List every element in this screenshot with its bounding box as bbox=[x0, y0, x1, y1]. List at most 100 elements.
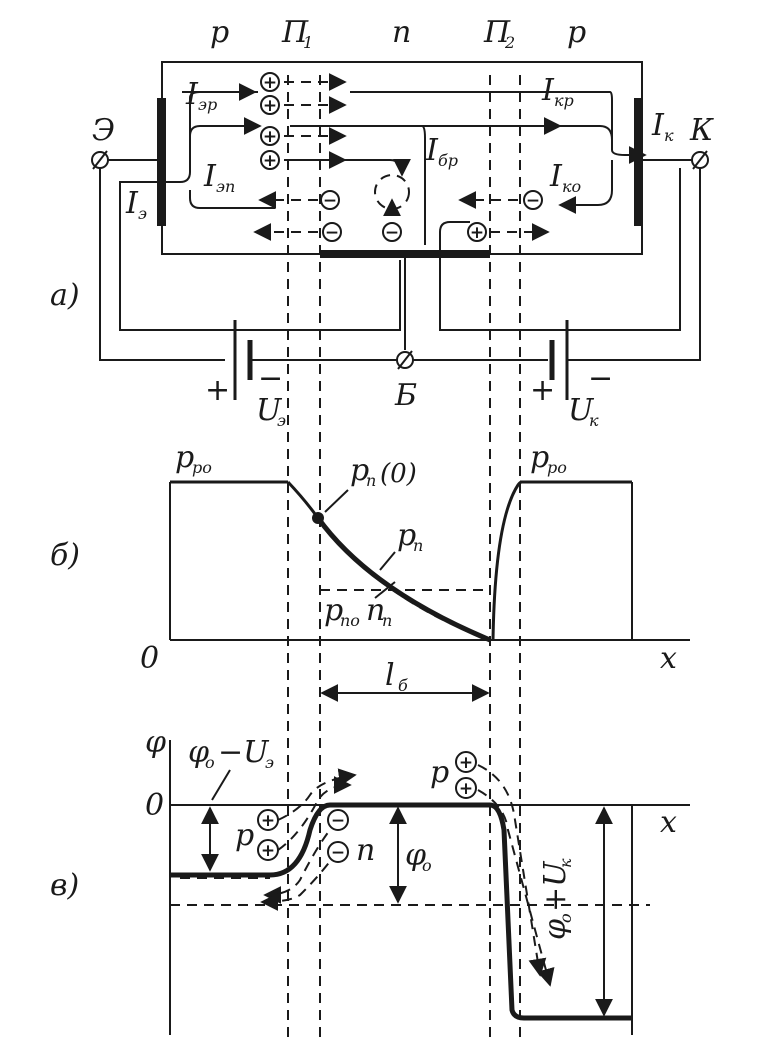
guide-lines bbox=[287, 75, 521, 1040]
svg-text:−: − bbox=[331, 843, 345, 863]
current-br-sub: бр bbox=[438, 151, 458, 170]
svg-text:−: − bbox=[325, 223, 339, 243]
base-terminal-label: Б bbox=[394, 378, 417, 413]
phi0-plus-uk-label-group: φ o +U к bbox=[538, 858, 575, 940]
hole-carrier: + bbox=[455, 777, 477, 799]
potential-carrier-flows bbox=[260, 764, 555, 987]
hole-carrier: + bbox=[467, 222, 487, 243]
junction-2-sub: 2 bbox=[504, 33, 515, 52]
junction-1-sub: 1 bbox=[303, 33, 313, 52]
n-n-sub: n bbox=[382, 611, 392, 630]
current-k-sub: к bbox=[664, 126, 674, 145]
potential-origin: 0 bbox=[145, 788, 164, 823]
svg-text:+: + bbox=[459, 753, 473, 773]
collector-terminal-label: К bbox=[689, 113, 714, 148]
hole-carrier: + bbox=[257, 839, 279, 861]
hole-carrier: + bbox=[260, 126, 280, 147]
current-en-sub: эп bbox=[216, 177, 235, 196]
collector-terminal bbox=[643, 150, 709, 170]
p-n0-label: p bbox=[324, 593, 343, 628]
potential-y-axis-label: φ bbox=[145, 725, 166, 760]
current-br-label: I bbox=[425, 133, 439, 168]
svg-text:+: + bbox=[459, 779, 473, 799]
hole-carrier: + bbox=[455, 751, 477, 773]
battery-e-plus: + bbox=[205, 373, 230, 408]
electron-carrier: − bbox=[322, 222, 342, 243]
region-n-label: n bbox=[392, 15, 411, 50]
region-p-right-label: p bbox=[567, 15, 586, 50]
current-ep-sub: эр bbox=[198, 95, 217, 114]
junction-2-label: П bbox=[483, 15, 511, 50]
battery-k-plus: + bbox=[530, 373, 555, 408]
current-paths bbox=[166, 73, 647, 245]
phi0-minus-ue-rest: −U bbox=[218, 735, 270, 770]
p-p0-left-label: p bbox=[175, 440, 194, 475]
voltage-k-label: U bbox=[568, 393, 595, 428]
svg-text:+: + bbox=[263, 73, 277, 93]
panel-v-potential: φ 0 x φ o −U э φ o φ o +U к p n p bbox=[50, 725, 690, 1035]
p-p0-right-sub: рo bbox=[547, 458, 567, 477]
panel-v-label: в) bbox=[50, 868, 79, 903]
svg-text:+: + bbox=[261, 811, 275, 831]
p-p0-right-label: p bbox=[530, 440, 549, 475]
svg-text:+: + bbox=[263, 127, 277, 147]
holes-left-label: p bbox=[235, 818, 254, 853]
conc-origin: 0 bbox=[140, 641, 159, 676]
hole-carrier: + bbox=[260, 150, 280, 171]
conc-x-axis-label: x bbox=[660, 641, 677, 676]
potential-profile bbox=[170, 802, 632, 1021]
voltage-e-label: U bbox=[256, 393, 283, 428]
phi0-minus-ue-label: φ bbox=[188, 735, 209, 770]
phi0-plus-uk-rest: +U bbox=[538, 860, 573, 912]
holes-right-label: p bbox=[430, 755, 449, 790]
p-n-zero-arg: (0) bbox=[380, 459, 417, 489]
emitter-terminal bbox=[91, 150, 157, 170]
p-p0-left-sub: рo bbox=[192, 458, 212, 477]
svg-text:−: − bbox=[323, 191, 337, 211]
emitter-contact bbox=[157, 98, 166, 226]
electron-carrier: − bbox=[327, 809, 349, 831]
svg-text:+: + bbox=[263, 96, 277, 116]
collector-contact bbox=[634, 98, 643, 226]
svg-text:−: − bbox=[331, 811, 345, 831]
p-n-zero-label: p bbox=[350, 453, 369, 488]
phi0-plus-uk-label: φ bbox=[538, 919, 573, 940]
carriers-panel-a: + + + + − − − − + bbox=[260, 72, 543, 243]
junction-1-label: П bbox=[281, 15, 309, 50]
phi0-label: φ bbox=[405, 838, 426, 873]
base-contact bbox=[320, 250, 490, 258]
electron-carrier: − bbox=[327, 841, 349, 863]
panel-b-label: б) bbox=[50, 538, 80, 573]
electron-carrier: − bbox=[523, 190, 543, 211]
p-n-sub: n bbox=[413, 536, 423, 555]
hole-carrier: + bbox=[257, 809, 279, 831]
hole-carrier: + bbox=[260, 95, 280, 116]
phi0-minus-ue-rest-sub: э bbox=[265, 753, 274, 772]
p-n-zero-point bbox=[312, 512, 324, 524]
emitter-terminal-label: Э bbox=[92, 113, 115, 148]
battery-k-minus: − bbox=[588, 361, 613, 396]
panel-b-concentration: 0 x p рo p рo p n (0) p n p no n n bbox=[50, 440, 690, 702]
current-ko-label: I bbox=[549, 159, 563, 194]
base-width-sub: б bbox=[398, 676, 408, 695]
panel-a-label: а) bbox=[50, 278, 80, 313]
phi0-plus-uk-rest-sub: к bbox=[556, 858, 575, 868]
potential-x-axis-label: x bbox=[660, 805, 677, 840]
electrons-label: n bbox=[356, 833, 375, 868]
current-ko-sub: ко bbox=[562, 177, 581, 196]
base-width-label: l bbox=[385, 658, 395, 693]
current-en-label: I bbox=[203, 159, 217, 194]
current-k-label: I bbox=[651, 108, 665, 143]
panel-a-transistor: p П 1 n П 2 p Э К Б bbox=[50, 15, 714, 430]
electron-carrier: − bbox=[320, 190, 340, 211]
current-e-sub: э bbox=[138, 204, 147, 223]
phi0-plus-uk-sub: o bbox=[556, 913, 575, 923]
svg-text:−: − bbox=[385, 223, 399, 243]
current-e-label: I bbox=[125, 186, 139, 221]
external-circuit bbox=[99, 168, 701, 400]
p-n0-sub: no bbox=[340, 611, 360, 630]
hole-carrier: + bbox=[260, 72, 280, 93]
phi0-sub: o bbox=[422, 856, 432, 875]
phi0-minus-ue-sub: o bbox=[205, 753, 215, 772]
